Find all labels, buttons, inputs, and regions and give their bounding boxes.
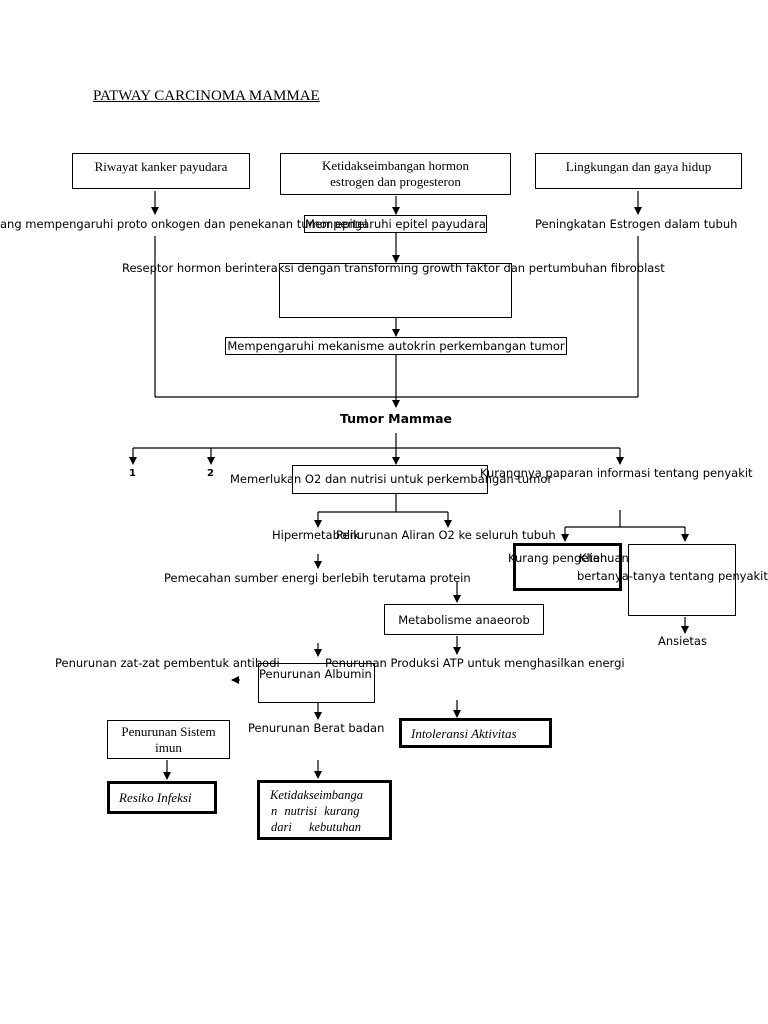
aliran-o2-text: Penurunan Aliran O2 ke seluruh tubuh — [336, 528, 556, 542]
tumor-mammae: Tumor Mammae — [339, 411, 453, 426]
o2-nutrisi-box — [292, 465, 488, 494]
resiko-infeksi-box: Resiko Infeksi — [107, 781, 217, 814]
nutrisi-label-line1: Ketidakseimbanga — [270, 788, 364, 802]
albumin-label: Penurunan Albumin — [259, 667, 372, 681]
atp-text: Penurunan Produksi ATP untuk menghasilka… — [325, 656, 625, 670]
pemecahan-text: Pemecahan sumber energi berlebih terutam… — [164, 571, 471, 585]
ansietas-text: Ansietas — [658, 634, 707, 648]
antibodi-text: Penurunan zat-zat pembentuk antibodi — [55, 656, 280, 670]
reseptor-text: Reseptor hormon berinteraksi dengan tran… — [122, 261, 665, 275]
kurang-pengetahuan-box — [513, 543, 622, 591]
nutrisi-label-line2: n nutrisi kurang — [271, 804, 360, 818]
hormon-label-line2: estrogen dan progesteron — [330, 174, 461, 189]
hormon-box: Ketidakseimbangan hormon estrogen dan pr… — [280, 153, 511, 195]
proto-onkogen-text: ang mempengaruhi proto onkogen dan penek… — [0, 217, 368, 231]
o2-nutrisi-text: Memerlukan O2 dan nutrisi untuk perkemba… — [230, 472, 553, 486]
hipermetabolik-text: Hipermetabolik — [272, 528, 360, 542]
estrogen-tubuh-text: Peningkatan Estrogen dalam tubuh — [535, 217, 738, 231]
nutrisi-box: Ketidakseimbanga n nutrisi kurang dari k… — [257, 780, 392, 840]
kurang-paparan-text: Kurangnya paparan informasi tentang peny… — [480, 466, 753, 480]
autokrin-label: Mempengaruhi mekanisme autokrin perkemba… — [227, 339, 565, 353]
resiko-infeksi-label: Resiko Infeksi — [119, 790, 192, 805]
imun-box: Penurunan Sistem imun — [107, 720, 230, 759]
nutrisi-label-line3: dari kebutuhan — [271, 820, 362, 834]
epitel-box: Mempengaruhi epitel payudara — [304, 215, 487, 233]
klien-text-line1: Klien — [579, 551, 608, 565]
lingkungan-label: Lingkungan dan gaya hidup — [565, 159, 712, 174]
albumin-box: Penurunan Albumin — [258, 663, 375, 703]
lingkungan-box: Lingkungan dan gaya hidup — [535, 153, 742, 189]
riwayat-label: Riwayat kanker payudara — [94, 159, 228, 174]
imun-label-line1: Penurunan Sistem — [121, 724, 216, 739]
klien-text-line2: bertanya-tanya tentang penyakitnya — [577, 569, 768, 583]
hormon-label-line1: Ketidakseimbangan hormon — [322, 158, 469, 173]
intoleransi-box: Intoleransi Aktivitas — [399, 718, 552, 748]
imun-label-line2: imun — [155, 740, 182, 755]
reseptor-box — [279, 263, 512, 318]
branch-1: 1 — [129, 468, 136, 479]
berat-badan-text: Penurunan Berat badan — [248, 721, 385, 735]
riwayat-box: Riwayat kanker payudara — [72, 153, 250, 189]
intoleransi-label: Intoleransi Aktivitas — [411, 726, 517, 741]
anaerob-label: Metabolisme anaeorob — [398, 613, 530, 627]
klien-box — [628, 544, 736, 616]
kurang-pengetahuan-text: Kurang pengetahuan — [508, 551, 629, 565]
anaerob-box: Metabolisme anaeorob — [384, 604, 544, 635]
autokrin-box: Mempengaruhi mekanisme autokrin perkemba… — [225, 337, 567, 355]
branch-2: 2 — [207, 468, 214, 479]
epitel-label: Mempengaruhi epitel payudara — [305, 217, 486, 231]
page-title: PATWAY CARCINOMA MAMMAE — [93, 88, 320, 104]
